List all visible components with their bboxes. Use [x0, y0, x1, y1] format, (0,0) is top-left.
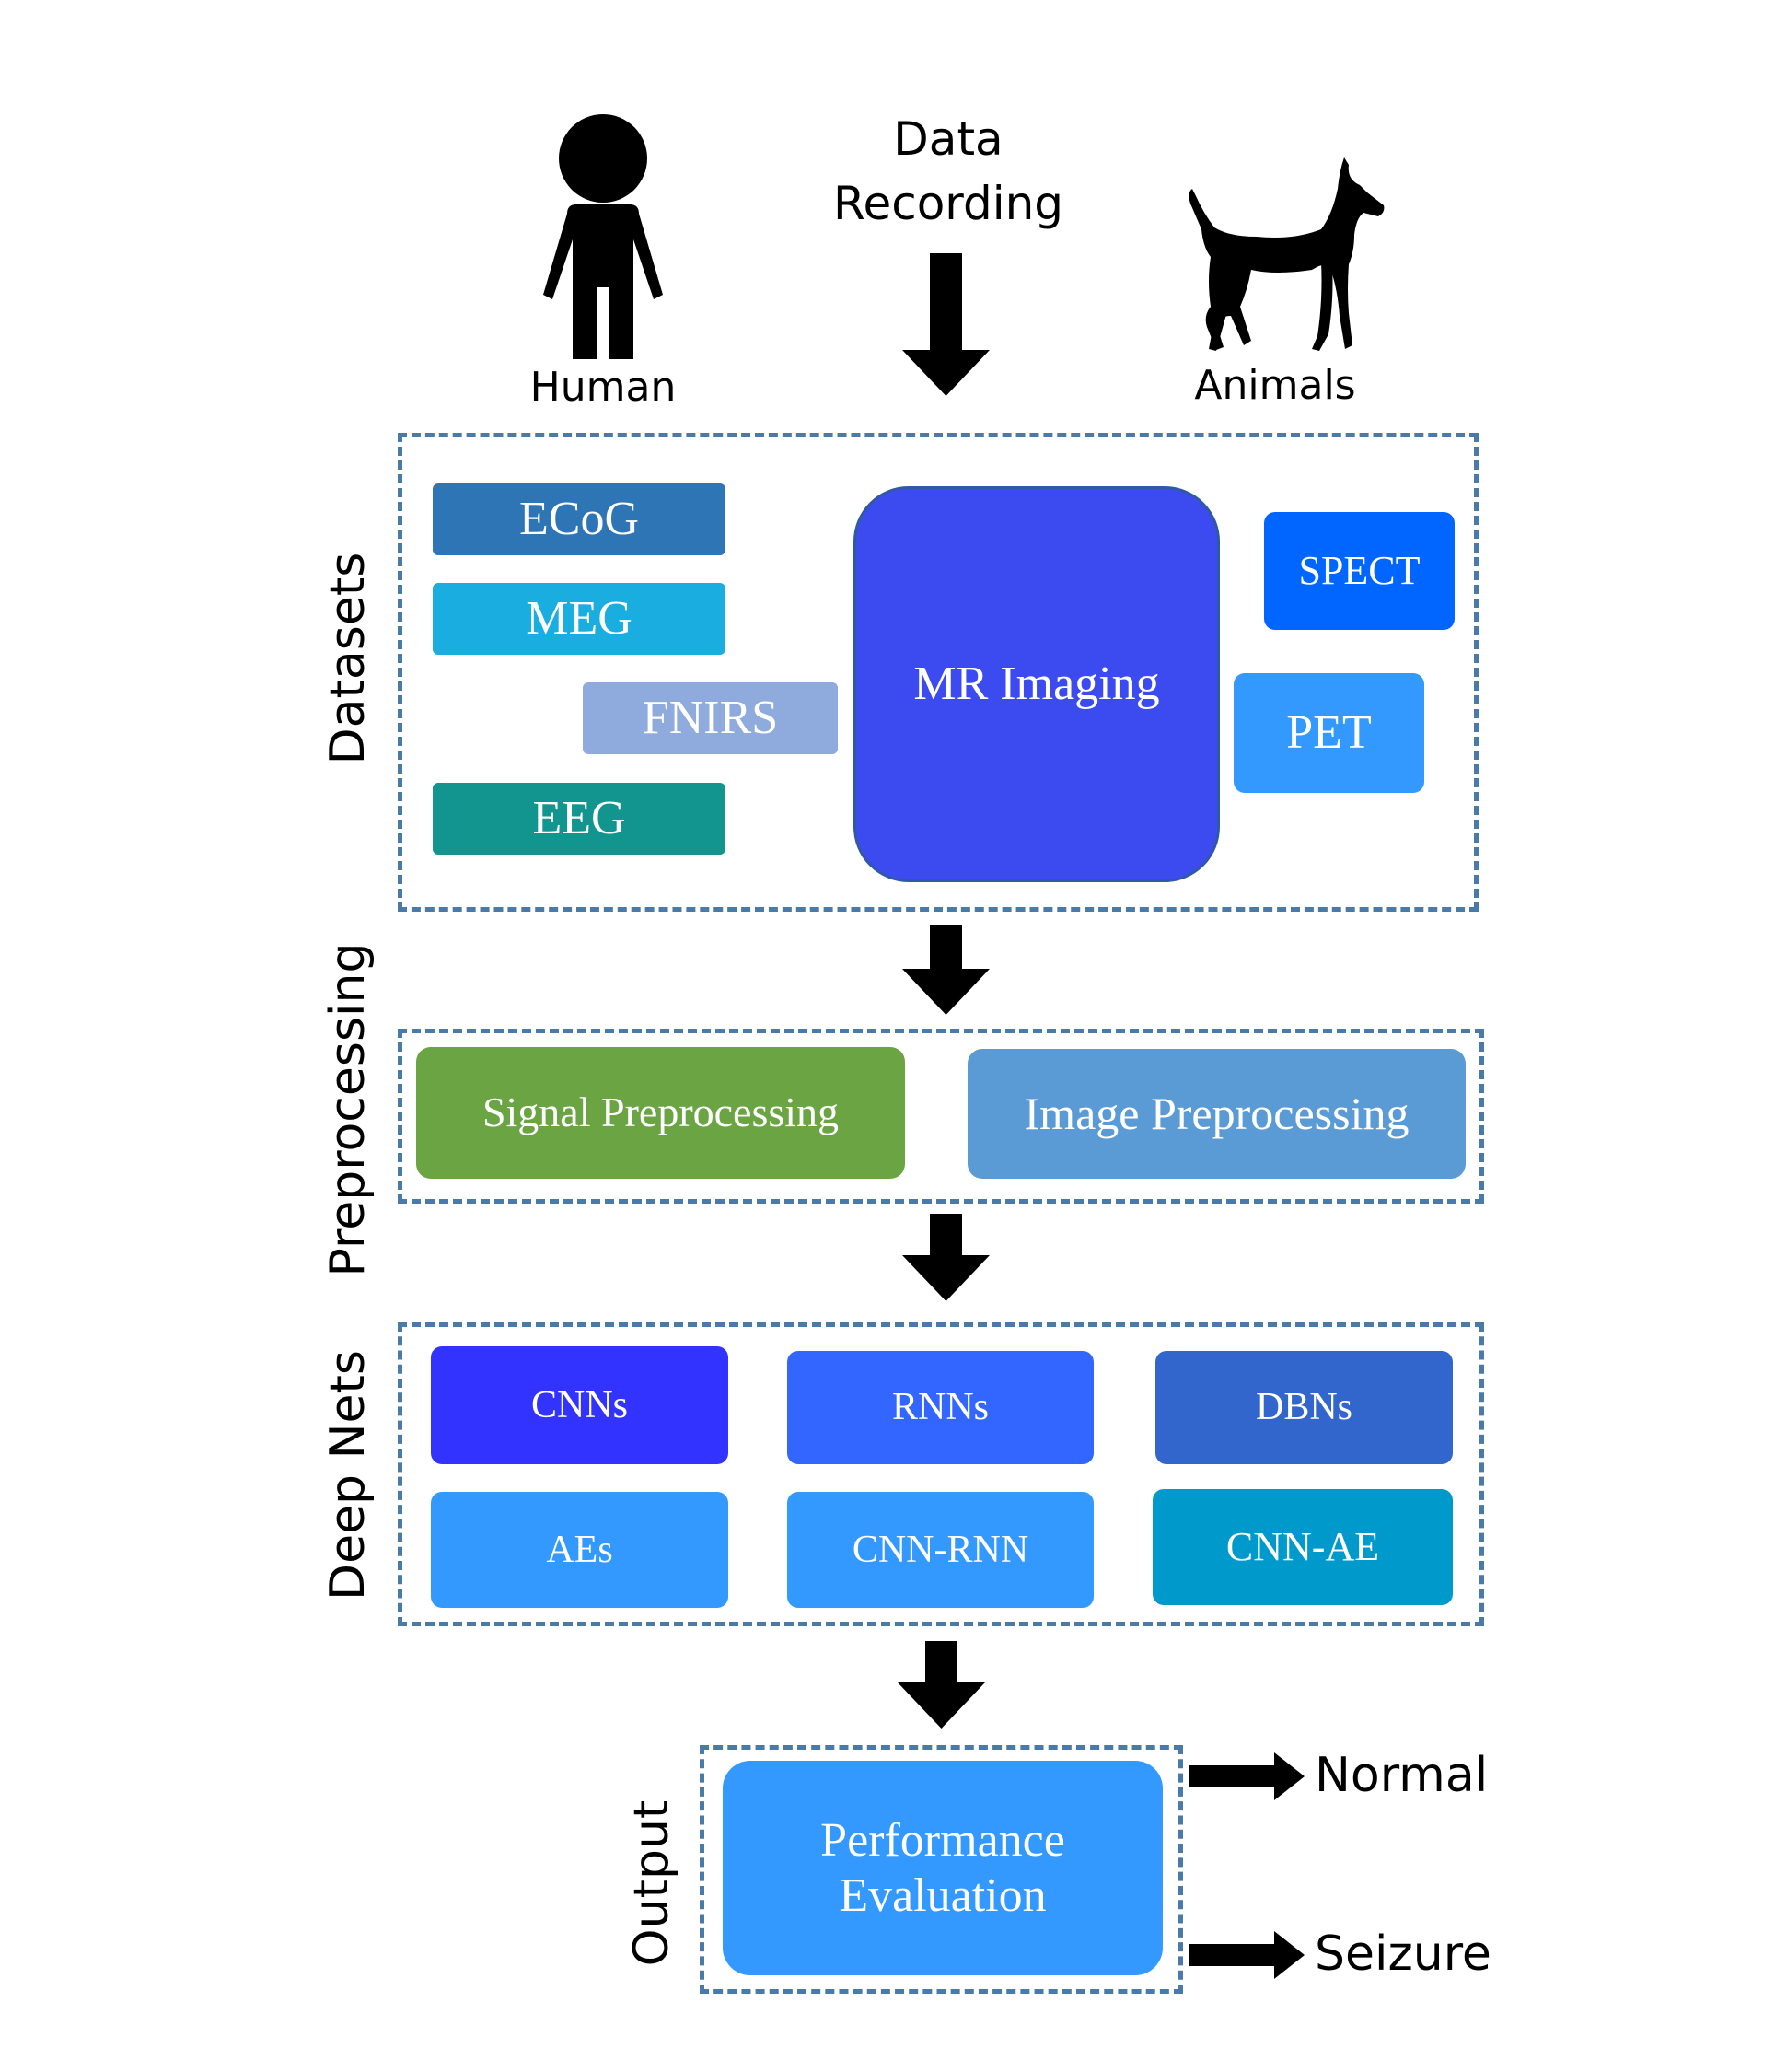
output-section — [700, 1745, 1183, 1994]
arrow-down-icon — [898, 1641, 985, 1729]
arrow-right-icon — [1189, 1752, 1305, 1800]
deep-nets-section — [398, 1322, 1484, 1626]
seizure-label: Seizure — [1315, 1926, 1491, 1982]
meg-box: MEG — [433, 583, 725, 655]
performance-evaluation-box: Performance Evaluation — [723, 1761, 1163, 1975]
dbns-box: DBNs — [1155, 1351, 1453, 1464]
aes-box: AEs — [431, 1492, 728, 1608]
signal-preprocessing-box: Signal Preprocessing — [416, 1047, 905, 1179]
pet-box: PET — [1234, 673, 1424, 793]
preprocessing-section-label: Preprocessing — [320, 942, 376, 1277]
data-recording-title-line1: Data — [893, 112, 1004, 166]
ecog-box: ECoG — [433, 483, 725, 555]
cnn-ae-box: CNN-AE — [1153, 1489, 1453, 1605]
arrow-right-icon — [1189, 1931, 1305, 1979]
image-preprocessing-box: Image Preprocessing — [968, 1049, 1466, 1179]
dog-icon — [1183, 152, 1386, 359]
mr-imaging-box: MR Imaging — [853, 486, 1220, 882]
human-label: Human — [529, 364, 677, 411]
output-section-label: Output — [624, 1799, 679, 1967]
fnirs-box: FNIRS — [583, 682, 838, 754]
performance-evaluation-line1: Performance — [820, 1813, 1065, 1867]
cnn-rnn-box: CNN-RNN — [787, 1492, 1094, 1608]
cnns-box: CNNs — [431, 1346, 728, 1464]
arrow-down-icon — [902, 253, 990, 396]
rnns-box: RNNs — [787, 1351, 1094, 1464]
spect-box: SPECT — [1264, 512, 1455, 630]
animals-label: Animals — [1194, 362, 1356, 409]
datasets-section-label: Datasets — [320, 552, 376, 765]
arrow-down-icon — [902, 1214, 990, 1301]
eeg-box: EEG — [433, 783, 725, 855]
person-icon — [534, 111, 672, 359]
normal-label: Normal — [1315, 1748, 1489, 1803]
data-recording-title-line2: Recording — [832, 177, 1064, 230]
preprocessing-section — [398, 1029, 1484, 1204]
datasets-section — [398, 433, 1479, 912]
performance-evaluation-line2: Evaluation — [839, 1868, 1047, 1922]
deep-nets-section-label: Deep Nets — [320, 1350, 376, 1601]
arrow-down-icon — [902, 925, 990, 1015]
